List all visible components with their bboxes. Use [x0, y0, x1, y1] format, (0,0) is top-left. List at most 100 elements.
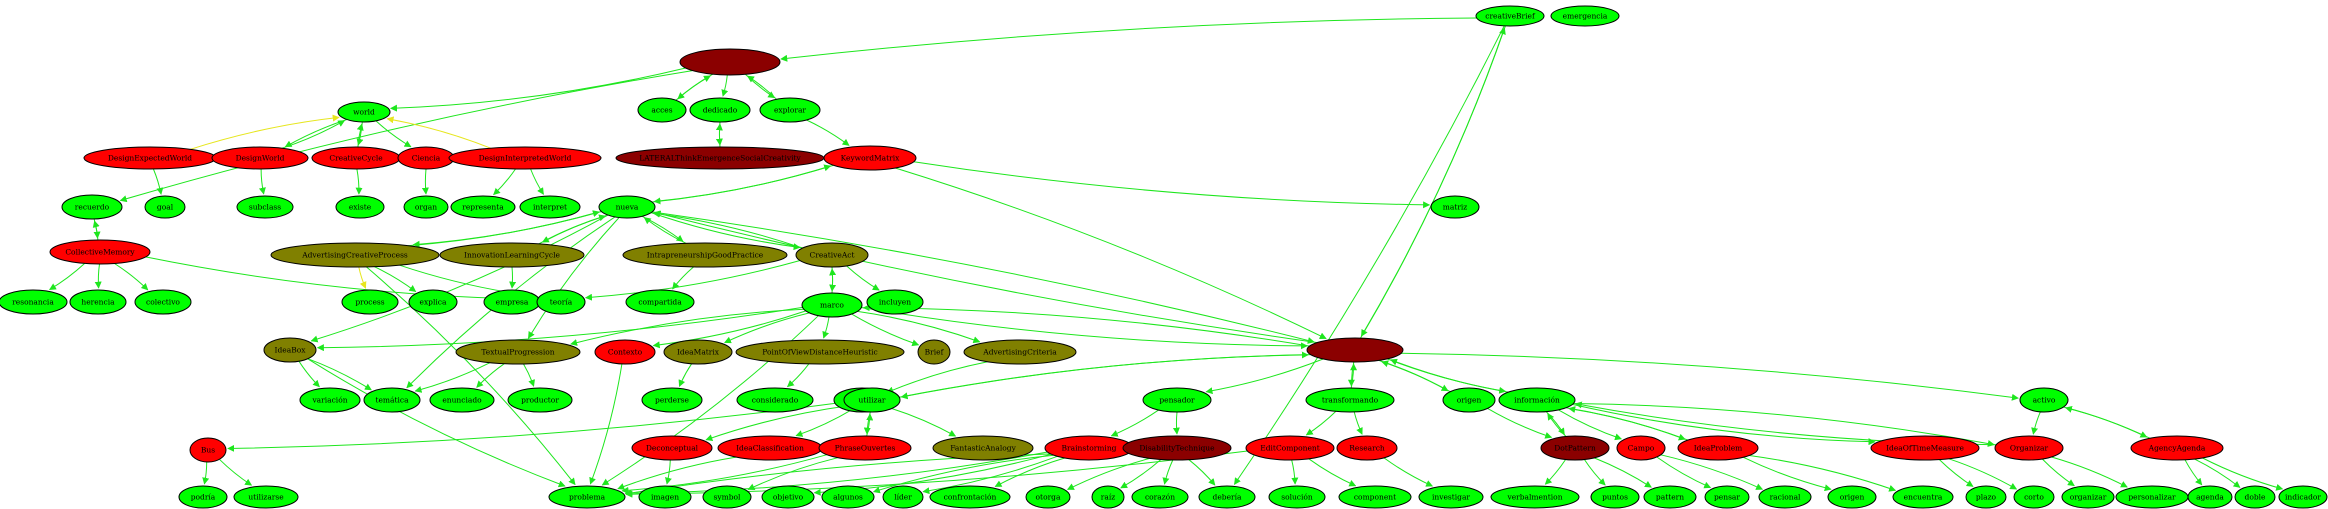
node-IdeaMatrix[interactable]: IdeaMatrix	[663, 339, 733, 365]
node-enunciado[interactable]: enunciado	[429, 387, 495, 413]
node-FantasticAnalogy[interactable]: FantasticAnalogy	[932, 435, 1034, 461]
node-encuentra[interactable]: encuentra	[1892, 485, 1954, 509]
node-pensador[interactable]: pensador	[1142, 387, 1212, 413]
node-AdvertisingCriteria[interactable]: AdvertisingCriteria	[963, 339, 1077, 365]
node-confrontacion[interactable]: confrontación	[929, 485, 1011, 509]
node-considerado[interactable]: considerado	[736, 387, 814, 413]
node-teoria[interactable]: teoría	[536, 289, 586, 315]
node-KeywordMatrix[interactable]: KeywordMatrix	[823, 145, 917, 171]
node-informacion[interactable]: información	[1498, 387, 1576, 413]
node-process[interactable]: process	[341, 289, 399, 315]
node-Bus[interactable]: Bus	[189, 437, 227, 463]
node-punto[interactable]: puntos	[1590, 485, 1640, 509]
node-podria[interactable]: podría	[178, 485, 228, 509]
node-subclass[interactable]: subclass	[236, 195, 294, 219]
node-agenda[interactable]: agenda	[2187, 485, 2233, 509]
node-herencia[interactable]: herencia	[69, 289, 127, 315]
node-tematica[interactable]: temática	[363, 387, 421, 413]
node-DesignInterpretedWorld[interactable]: DesignInterpretedWorld	[448, 146, 602, 170]
node-Deconceptual[interactable]: Deconceptual	[631, 435, 713, 461]
node-Ciencia[interactable]: Ciencia	[397, 146, 455, 170]
node-incluyen[interactable]: incluyen	[866, 289, 924, 315]
node-creativeBrief[interactable]: creativeBrief	[1475, 5, 1545, 27]
node-investigar[interactable]: investigar	[1418, 485, 1484, 509]
node-CollectiveMemory[interactable]: CollectiveMemory	[49, 239, 151, 265]
node-explorar[interactable]: explorar	[759, 97, 821, 123]
node-racional[interactable]: racional	[1758, 485, 1812, 509]
node-marco[interactable]: marco	[801, 292, 863, 318]
node-problema[interactable]: problema	[548, 485, 626, 509]
node-activo[interactable]: activo	[2019, 387, 2069, 413]
node-InnovationLearningCycle[interactable]: InnovationLearningCycle	[439, 242, 585, 268]
node-lider[interactable]: líder	[882, 485, 924, 509]
node-interpret[interactable]: interpret	[519, 195, 581, 219]
node-nueva[interactable]: nueva	[598, 195, 656, 219]
node-matriz[interactable]: matriz	[1430, 195, 1480, 219]
node-top_dark[interactable]	[679, 48, 781, 76]
node-Brainstorming[interactable]: Brainstorming	[1044, 435, 1134, 461]
node-empresa[interactable]: empresa	[483, 289, 541, 315]
node-pensar[interactable]: pensar	[1704, 485, 1750, 509]
node-existe[interactable]: existe	[335, 195, 385, 219]
node-Lateral[interactable]: LATERALThinkEmergenceSocialCreativity	[615, 146, 825, 170]
node-DotPattern[interactable]: DotPattern	[1540, 435, 1610, 461]
node-CreativeAct[interactable]: CreativeAct	[795, 242, 869, 268]
node-indicador[interactable]: indicador	[2278, 485, 2328, 509]
node-AgencyAgenda[interactable]: AgencyAgenda	[2130, 435, 2224, 461]
node-symbol[interactable]: symbol	[702, 485, 752, 509]
node-PhraseOuvertes[interactable]: PhraseOuvertes	[818, 435, 912, 461]
node-objetivo[interactable]: objetivo	[761, 485, 815, 509]
node-acces[interactable]: acces	[637, 97, 687, 123]
node-Campo[interactable]: Campo	[1616, 435, 1666, 461]
node-otorga[interactable]: otorga	[1025, 485, 1071, 509]
node-AdvertisingCreativeProcess[interactable]: AdvertisingCreativeProcess	[270, 242, 440, 268]
node-compartida[interactable]: compartida	[625, 289, 695, 315]
node-doble[interactable]: doble	[2234, 485, 2276, 509]
node-IdeaProblem[interactable]: IdeaProblem	[1677, 435, 1759, 461]
node-IdeaClassification[interactable]: IdeaClassification	[717, 435, 823, 461]
node-Research[interactable]: Research	[1336, 435, 1398, 461]
node-productor[interactable]: productor	[507, 387, 573, 413]
node-EditComponent[interactable]: EditComponent	[1245, 435, 1335, 461]
node-colectivo[interactable]: colectivo	[134, 289, 192, 315]
node-corazon[interactable]: corazón	[1131, 485, 1189, 509]
node-IdeaOfTimeMeasure[interactable]: IdeaOfTimeMeasure	[1870, 435, 1980, 461]
node-pattern[interactable]: pattern	[1643, 485, 1697, 509]
node-CreativeCycle[interactable]: CreativeCycle	[311, 146, 401, 170]
node-verbalmention[interactable]: verbalmention	[1490, 485, 1580, 509]
node-raiz[interactable]: raíz	[1091, 485, 1125, 509]
node-explica[interactable]: explica	[408, 289, 458, 315]
node-Intrapreneurship[interactable]: IntrapreneurshipGoodPractice	[622, 242, 788, 268]
node-recuerdo[interactable]: recuerdo	[61, 194, 123, 220]
node-emergencia[interactable]: emergencia	[1550, 5, 1620, 27]
node-DesignWorld[interactable]: DesignWorld	[211, 146, 309, 170]
node-organ[interactable]: organ	[403, 195, 449, 219]
node-mid_dark[interactable]	[1306, 337, 1404, 363]
node-variacion[interactable]: variación	[299, 387, 361, 413]
node-world[interactable]: world	[337, 101, 391, 123]
node-imagen[interactable]: imagen	[638, 485, 692, 509]
node-organizar[interactable]: organizar	[2061, 485, 2115, 509]
node-TextualProgression[interactable]: TextualProgression	[455, 339, 581, 365]
node-resonancia[interactable]: resonancia	[0, 289, 68, 315]
node-goal[interactable]: goal	[144, 195, 186, 219]
node-utilizarse[interactable]: utilizarse	[233, 485, 299, 509]
node-utilizar[interactable]: utilizar	[843, 387, 901, 413]
node-algunos[interactable]: algunos	[821, 485, 875, 509]
node-origen2[interactable]: origen	[1827, 485, 1877, 509]
node-IdeaBox[interactable]: IdeaBox	[263, 337, 317, 363]
node-plazo[interactable]: plazo	[1965, 485, 2007, 509]
node-transformando[interactable]: transformando	[1305, 387, 1395, 413]
node-DesignExpectedWorld[interactable]: DesignExpectedWorld	[83, 146, 217, 170]
node-DisabilityTechnique[interactable]: DisabilityTechnique	[1122, 435, 1232, 461]
node-dedicado[interactable]: dedicado	[689, 97, 751, 123]
node-deberia[interactable]: debería	[1198, 485, 1256, 509]
node-representa[interactable]: representa	[450, 195, 516, 219]
node-solucion[interactable]: solución	[1268, 485, 1326, 509]
node-PointOfView[interactable]: PointOfViewDistanceHeuristic	[735, 339, 905, 365]
node-Contexto[interactable]: Contexto	[594, 339, 656, 365]
node-corto[interactable]: corto	[2013, 485, 2055, 509]
node-Brief[interactable]: Brief	[917, 339, 951, 365]
node-personalizar[interactable]: personalizar	[2115, 485, 2189, 509]
node-perderse[interactable]: perderse	[641, 387, 703, 413]
